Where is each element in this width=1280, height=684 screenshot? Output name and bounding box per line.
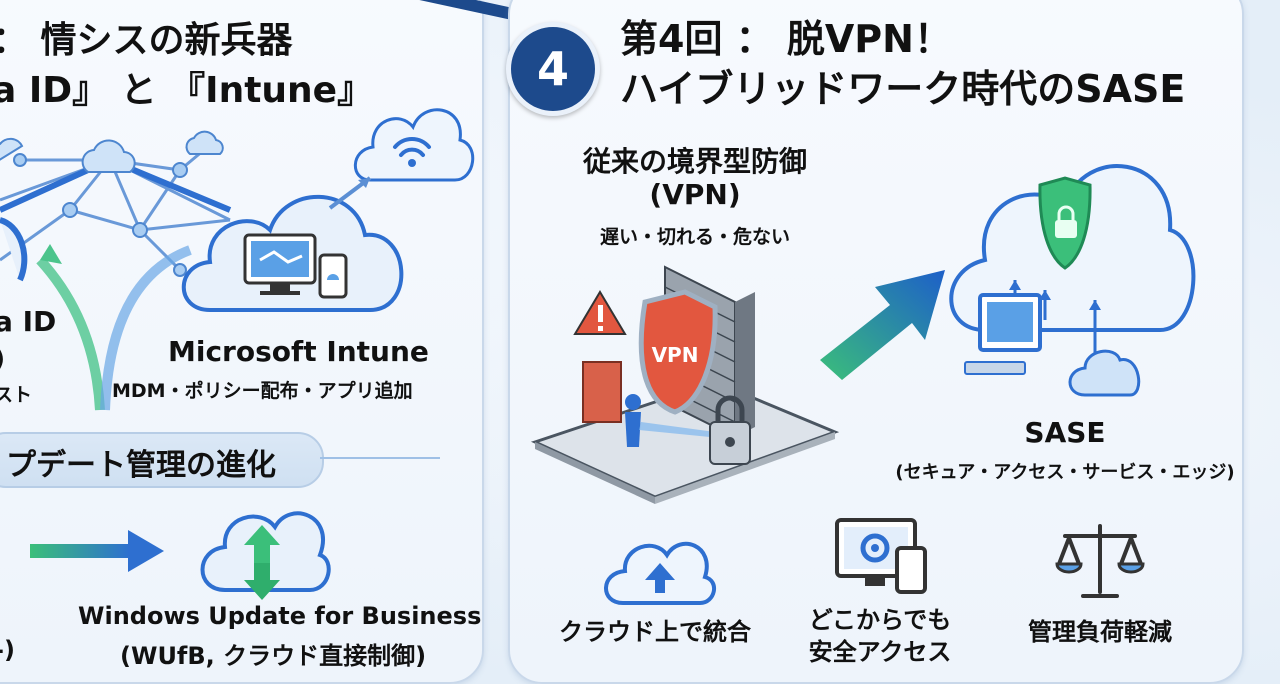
benefit-label-admin: 管理負荷軽減	[1028, 618, 1172, 646]
wufb-title: Windows Update for Business	[78, 602, 482, 630]
sase-subtitle: (セキュア・アクセス・サービス・エッジ)	[895, 462, 1235, 483]
right-title-line2: ハイブリッドワーク時代のSASE	[620, 67, 1186, 111]
left-title-line2: a ID』 と 『Intune』	[0, 70, 374, 111]
benefit-label-cloud: クラウド上で統合	[559, 618, 751, 646]
update-arrow-icon	[30, 530, 164, 572]
entra-label-line3: スト	[0, 384, 33, 406]
wufb-subtitle: (WUfB, クラウド直接制御)	[120, 642, 427, 670]
benefit-label-anywhere-line2: 安全アクセス	[808, 638, 952, 666]
episode-badge: 4	[506, 22, 600, 116]
section-banner	[0, 432, 324, 488]
wifi-cloud-icon	[353, 108, 475, 182]
right-title-line1: 第4回 ： 脱VPN！	[620, 17, 952, 61]
vpn-wall-scene-icon: VPN	[530, 265, 840, 504]
left-title-line1: ： 情シスの新兵器	[0, 20, 293, 61]
device-gear-icon	[835, 518, 927, 594]
vpn-shield-text: VPN	[652, 343, 699, 367]
benefit-label-anywhere-line1: どこからでも	[808, 606, 952, 634]
migration-arrow-icon	[820, 270, 945, 380]
sase-cloud-icon	[949, 164, 1196, 397]
entra-label-line1: a ID	[0, 305, 57, 338]
intune-title: Microsoft Intune	[168, 335, 429, 368]
intune-to-wifi-arrow-icon	[328, 176, 372, 210]
banner-divider	[320, 457, 440, 459]
cloud-upload-icon	[604, 542, 716, 605]
network-diagram	[0, 130, 232, 411]
legacy-title-line2: (VPN)	[649, 178, 741, 211]
entra-label-line2: )	[0, 345, 5, 373]
intune-subtitle: MDM・ポリシー配布・アプリ追加	[112, 380, 413, 402]
sase-title: SASE	[1024, 416, 1106, 449]
legacy-title-line1: 従来の境界型防御	[582, 145, 807, 178]
cloud-sync-icon	[200, 511, 331, 600]
scales-icon	[1055, 524, 1145, 598]
section-banner-text: プデート管理の進化	[6, 448, 276, 483]
legacy-subtitle: 遅い・切れる・危ない	[599, 226, 790, 248]
left-footer-fragment: -)	[0, 636, 15, 664]
intune-cloud-icon	[181, 194, 404, 312]
